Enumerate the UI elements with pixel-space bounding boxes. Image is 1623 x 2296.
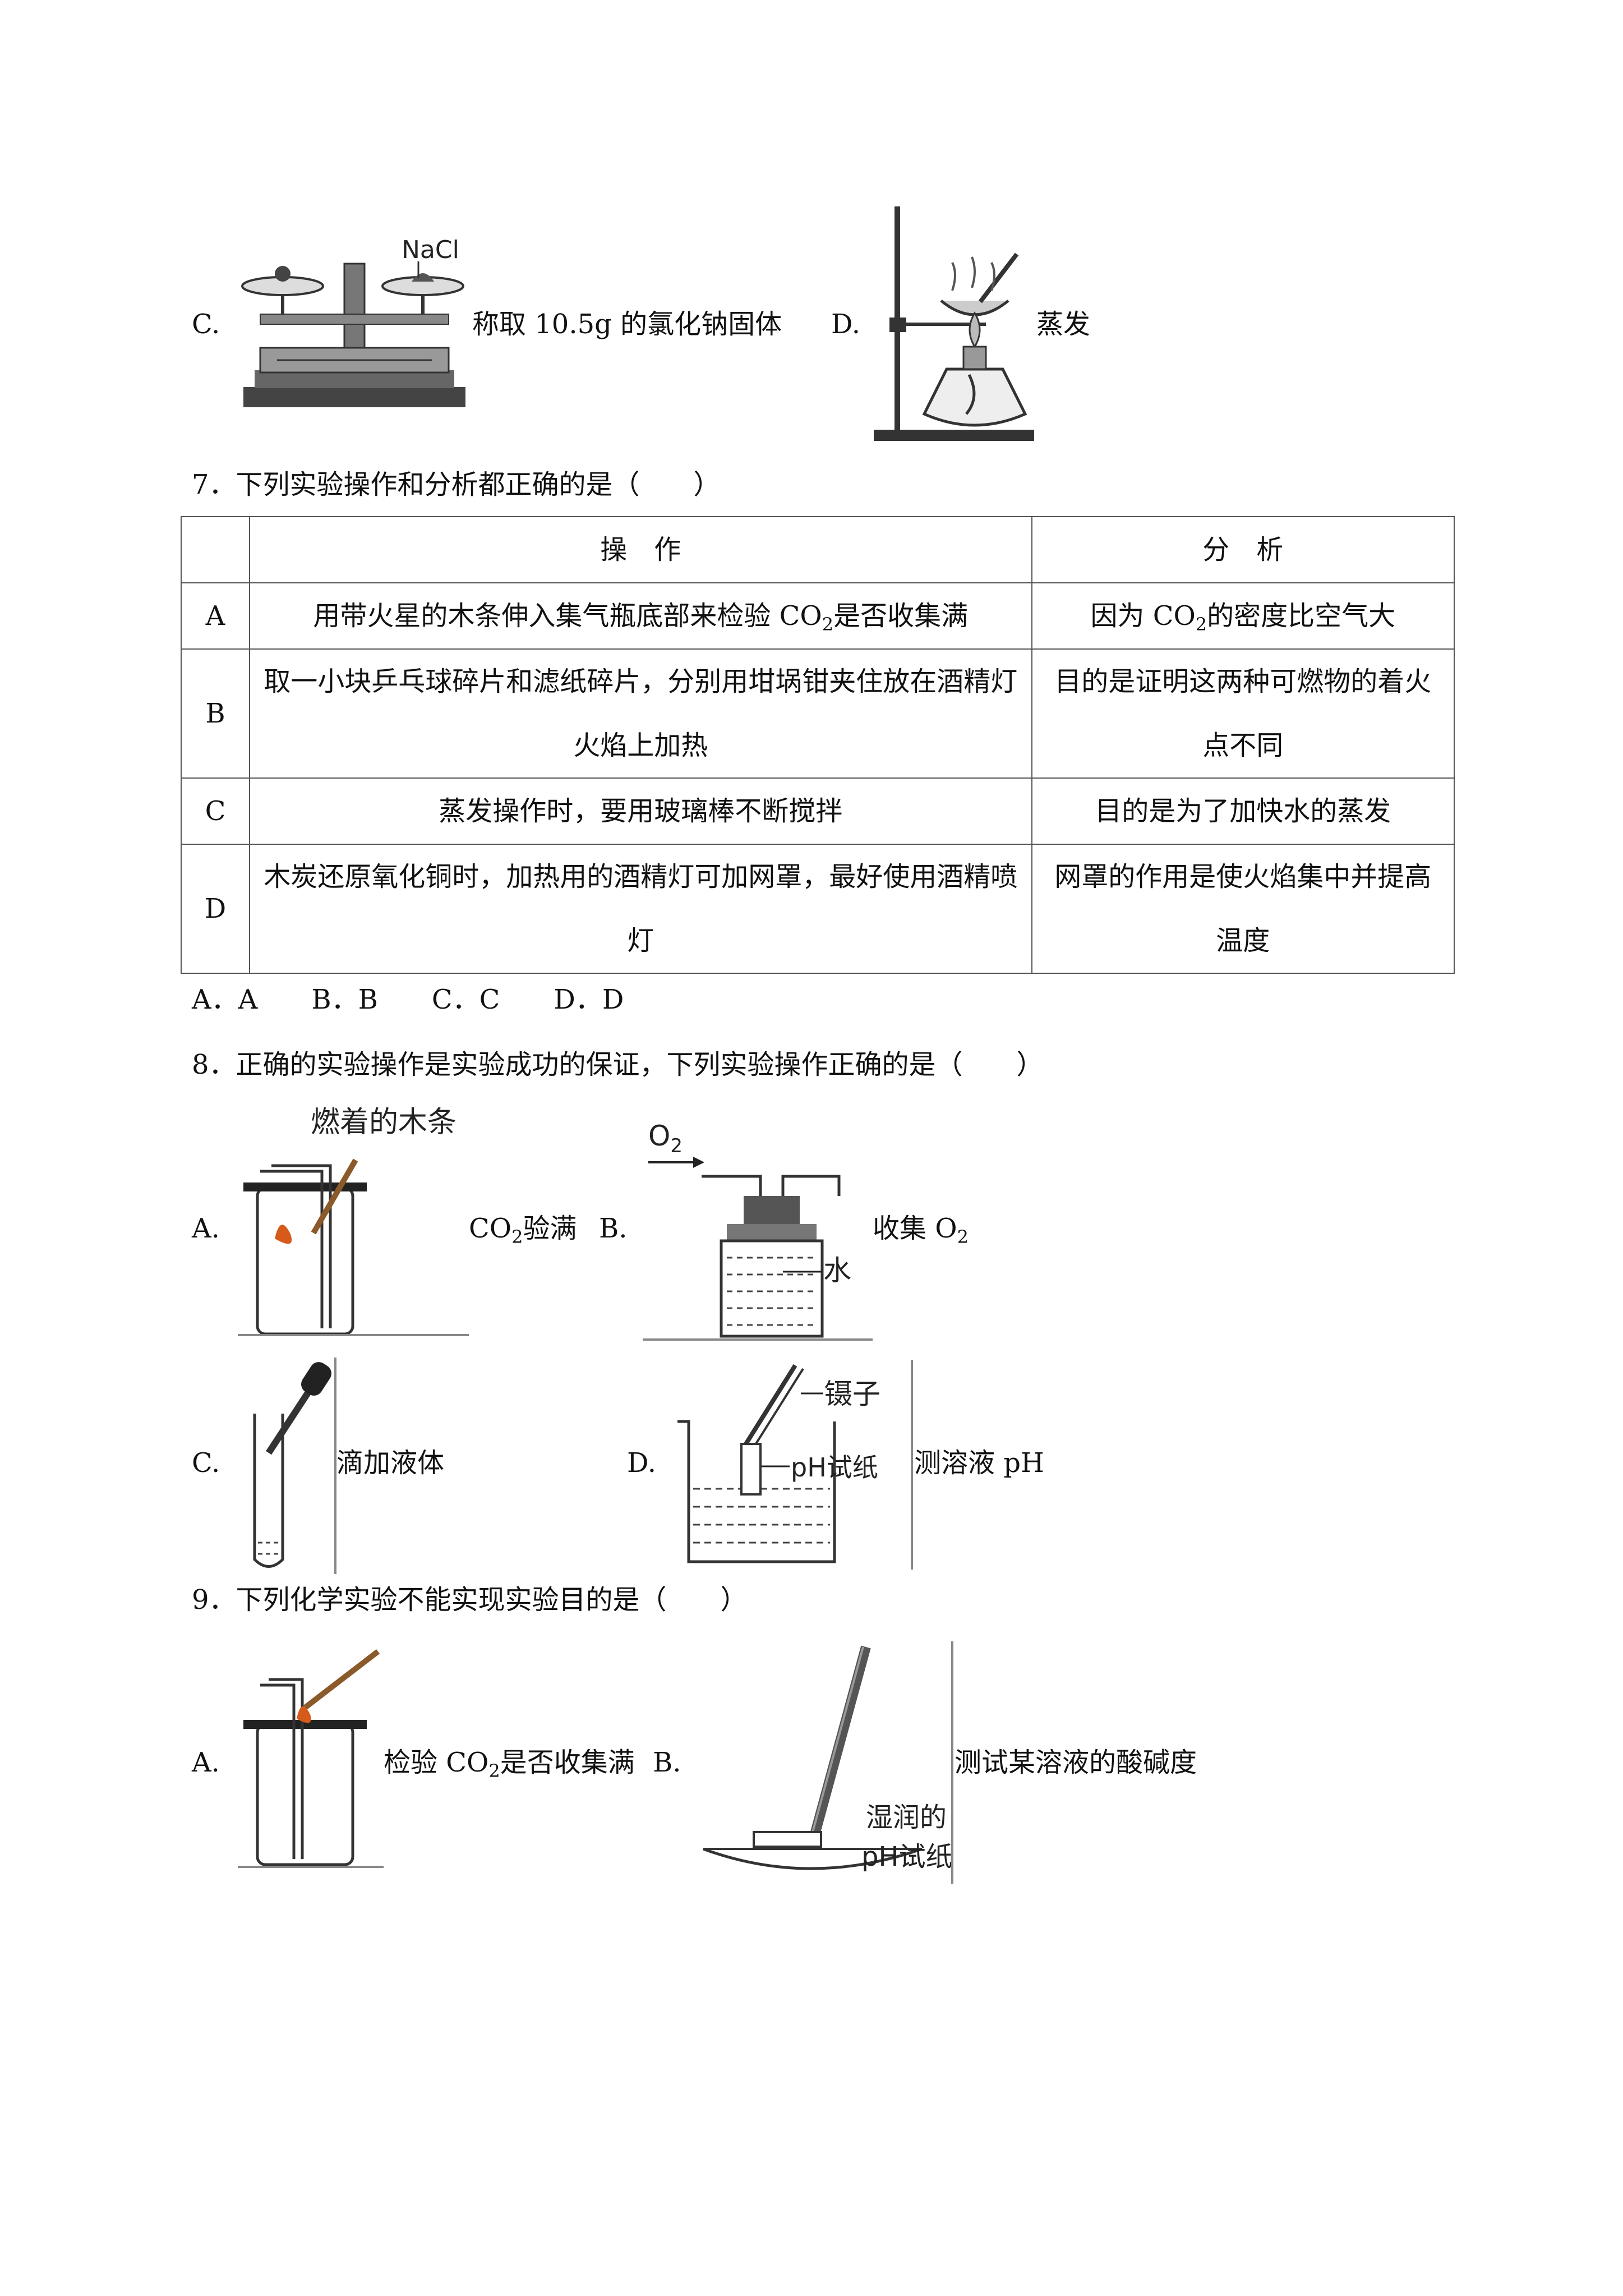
burning-stick-label: 燃着的木条 <box>311 1106 457 1139</box>
q6-option-c-letter: C. <box>192 309 220 340</box>
q8-option-b-letter: B. <box>599 1213 628 1244</box>
q8-option-a-letter: A. <box>192 1213 220 1244</box>
table-row: B 取一小块乒乓球碎片和滤纸碎片，分别用坩埚钳夹住放在酒精灯火焰上加热 目的是证… <box>181 648 1455 779</box>
row-key: B <box>181 648 250 779</box>
row-operation: 木炭还原氧化铜时，加热用的酒精灯可加网罩，最好使用酒精喷灯 <box>248 844 1032 974</box>
q9-option-b-text: 测试某溶液的酸碱度 <box>955 1747 1197 1778</box>
co2-test-figure <box>238 1649 384 1868</box>
ph-test-beaker-figure: 镊子 pH试纸 <box>677 1360 913 1570</box>
evaporation-figure <box>874 206 1034 441</box>
nacl-label: NaCl <box>402 236 459 264</box>
row-analysis: 网罩的作用是使火焰集中并提高温度 <box>1031 844 1455 974</box>
q8-option-b-text: 收集 O2 <box>873 1213 969 1248</box>
tweezers-label: 镊子 <box>824 1378 880 1410</box>
q9-option-b-letter: B. <box>653 1747 681 1778</box>
header-blank <box>181 516 250 583</box>
q7-choices: A．A B．B C．C D．D <box>192 984 624 1015</box>
ph-paper-dish-figure: 湿润的 pH试纸 <box>703 1641 953 1884</box>
header-analysis: 分 析 <box>1031 516 1455 583</box>
row-operation: 用带火星的木条伸入集气瓶底部来检验 CO2是否收集满 <box>248 582 1032 650</box>
q9-option-a-text: 检验 CO2是否收集满 <box>384 1747 635 1782</box>
row-key: D <box>181 844 250 974</box>
q7-table: 操 作 分 析 A 用带火星的木条伸入集气瓶底部来检验 CO2是否收集满 因为 … <box>181 516 1455 974</box>
q8-option-a-text: CO2验满 <box>469 1213 577 1248</box>
row-operation: 取一小块乒乓球碎片和滤纸碎片，分别用坩埚钳夹住放在酒精灯火焰上加热 <box>248 648 1032 779</box>
row-key: C <box>181 777 250 845</box>
q7-stem: 7．下列实验操作和分析都正确的是（ ） <box>192 469 721 500</box>
table-row: 操 作 分 析 <box>181 516 1455 583</box>
dropper-figure <box>253 1358 336 1574</box>
balance-scale-figure: NaCl <box>241 236 465 407</box>
header-operation: 操 作 <box>248 516 1032 583</box>
q9-stem: 9．下列化学实验不能实现实验目的是（ ） <box>192 1584 748 1616</box>
q8-option-c-text: 滴加液体 <box>336 1447 445 1479</box>
ph-paper-label: pH试纸 <box>791 1452 878 1483</box>
q8-option-c-letter: C. <box>192 1447 220 1479</box>
row-analysis: 因为 CO2的密度比空气大 <box>1031 582 1455 650</box>
q9-option-a-letter: A. <box>192 1747 220 1778</box>
wet-label: 湿润的 <box>866 1802 947 1833</box>
water-label: 水 <box>823 1254 851 1287</box>
oxygen-collection-figure: O2 水 <box>643 1120 873 1341</box>
q6-option-d-text: 蒸发 <box>1036 309 1091 340</box>
q8-option-d-text: 测溶液 pH <box>914 1447 1044 1479</box>
row-analysis: 目的是证明这两种可燃物的着火点不同 <box>1031 648 1455 779</box>
row-operation: 蒸发操作时，要用玻璃棒不断搅拌 <box>248 777 1032 845</box>
ph-paper-label: pH试纸 <box>861 1841 953 1872</box>
table-row: A 用带火星的木条伸入集气瓶底部来检验 CO2是否收集满 因为 CO2的密度比空… <box>181 582 1455 650</box>
q8-stem: 8．正确的实验操作是实验成功的保证，下列实验操作正确的是（ ） <box>192 1049 1044 1080</box>
q6-option-c-text: 称取 10.5g 的氯化钠固体 <box>472 309 782 340</box>
co2-fullness-test-figure: 燃着的木条 <box>238 1106 469 1336</box>
table-row: C 蒸发操作时，要用玻璃棒不断搅拌 目的是为了加快水的蒸发 <box>181 777 1455 845</box>
o2-label: O2 <box>648 1120 683 1157</box>
row-key: A <box>181 582 250 650</box>
q8-option-d-letter: D. <box>627 1447 657 1479</box>
row-analysis: 目的是为了加快水的蒸发 <box>1031 777 1455 845</box>
q6-option-d-letter: D. <box>831 309 861 340</box>
table-row: D 木炭还原氧化铜时，加热用的酒精灯可加网罩，最好使用酒精喷灯 网罩的作用是使火… <box>181 844 1455 974</box>
